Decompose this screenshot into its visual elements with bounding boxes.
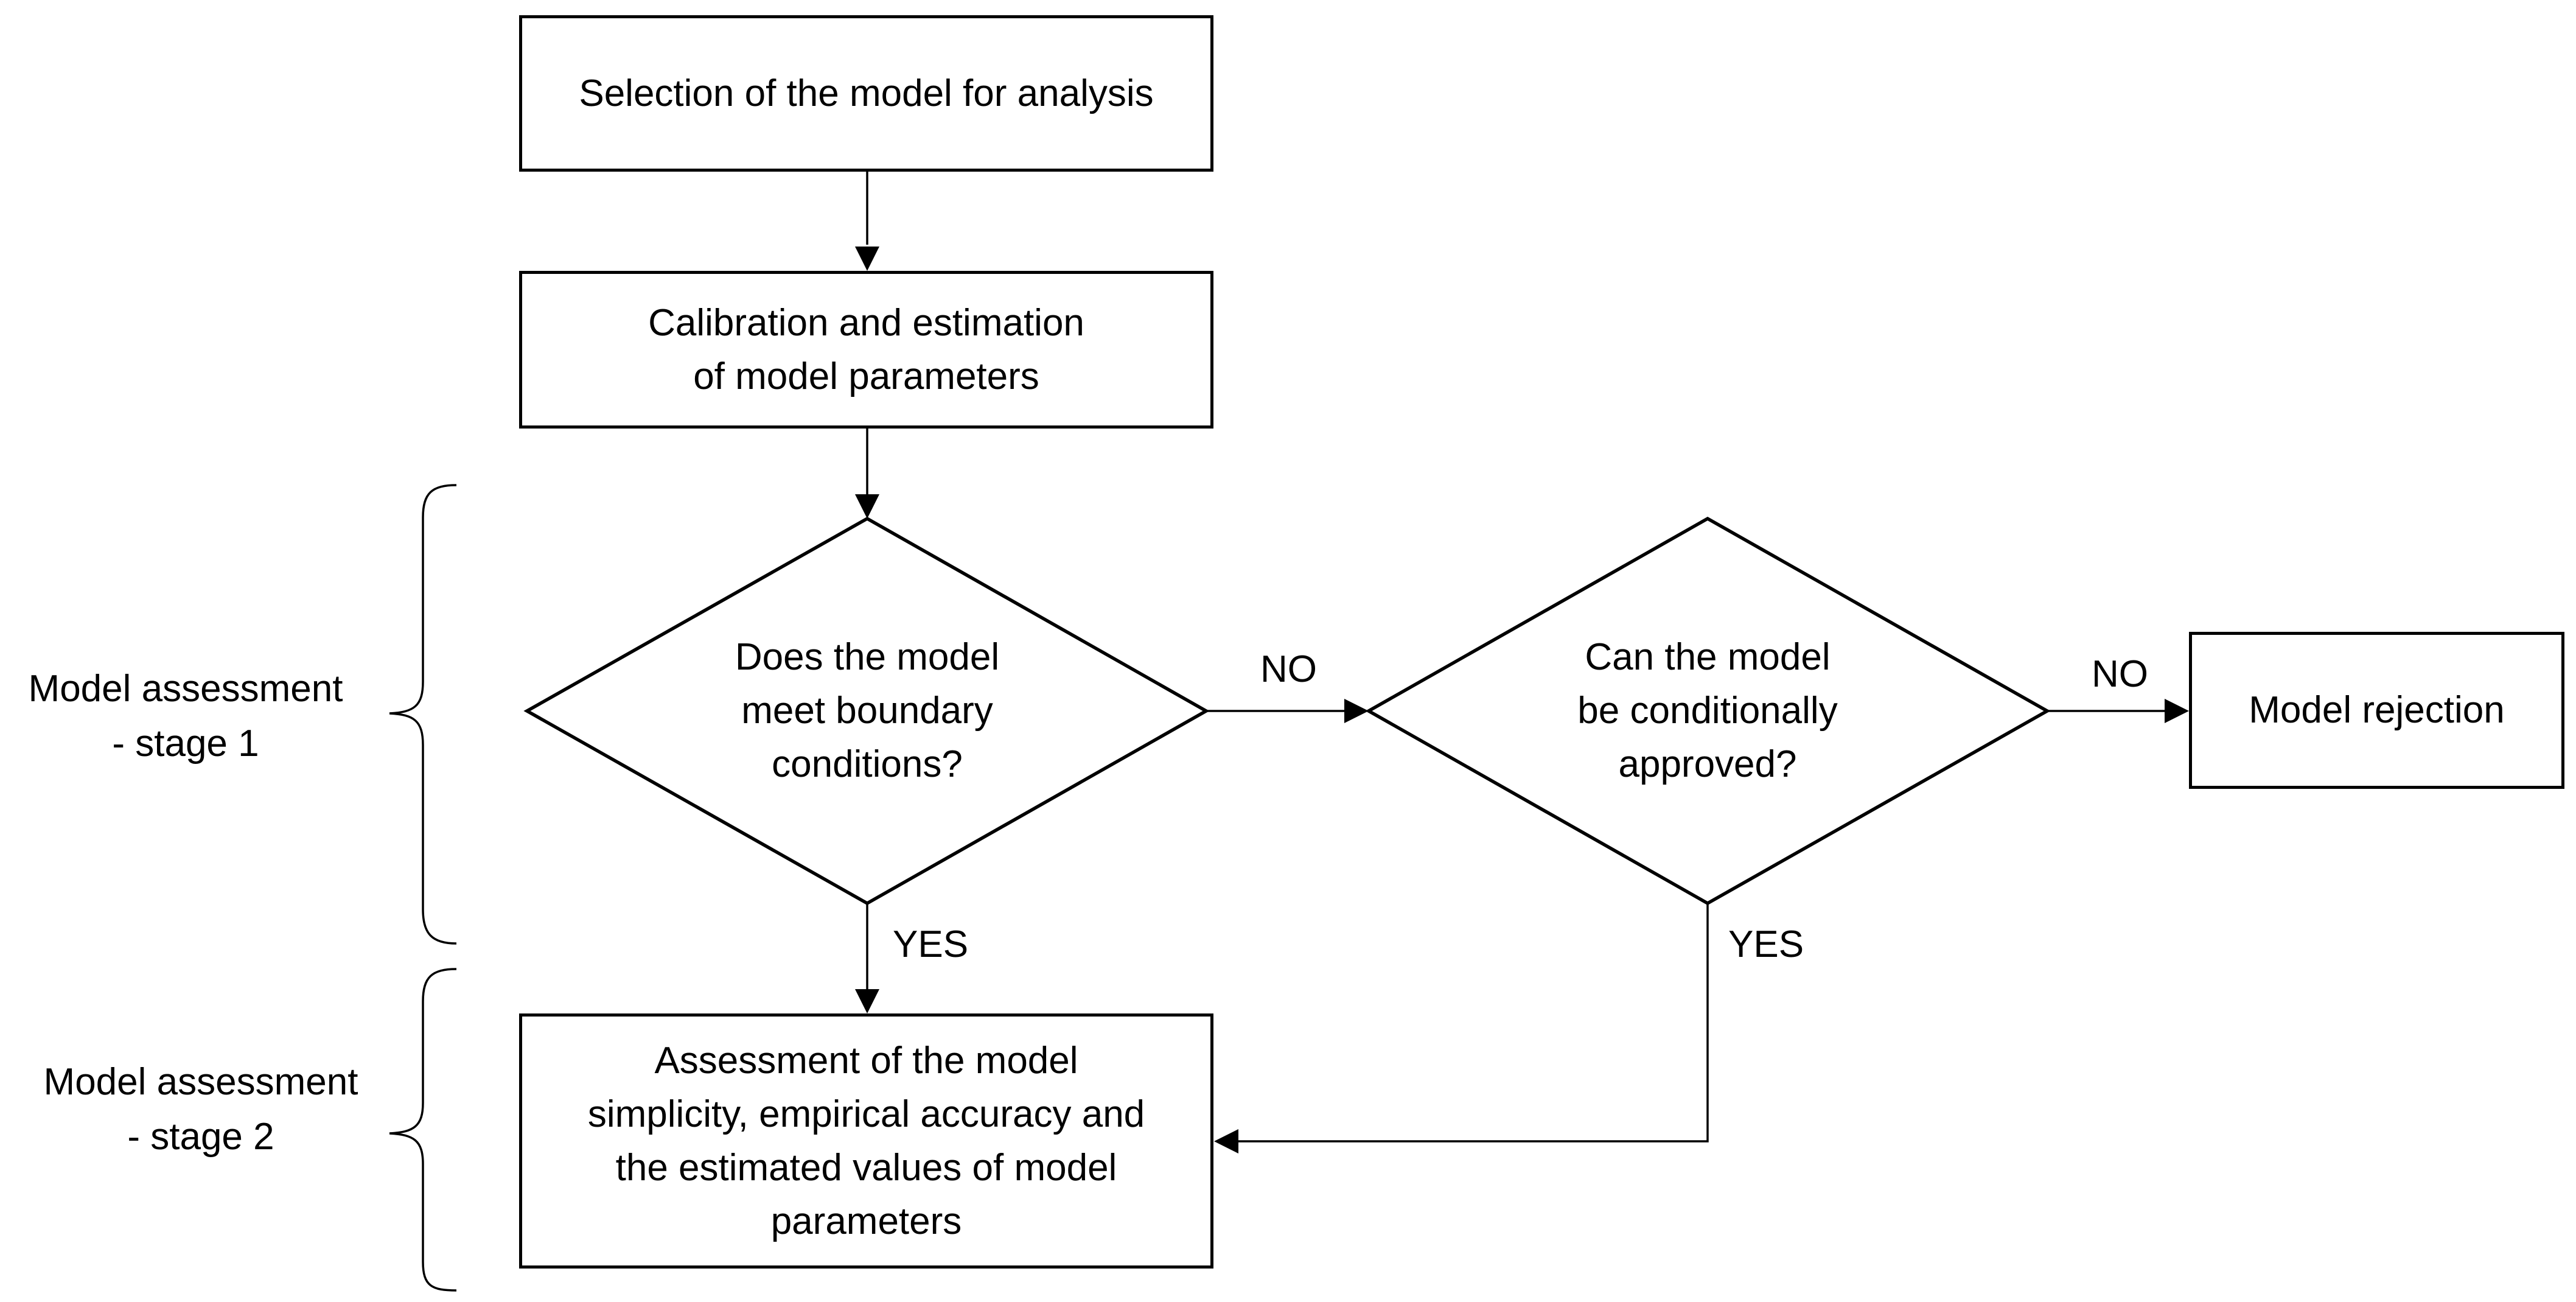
calibration-box: Calibration and estimation of model para… (519, 271, 1213, 429)
conditional-no-label: NO (2092, 653, 2148, 695)
rejection-box: Model rejection (2189, 632, 2564, 789)
arrowhead-conditional-no (2165, 699, 2189, 723)
rejection-text: Model rejection (2249, 689, 2505, 731)
stage2-brace (389, 968, 457, 1292)
selection-text: Selection of the model for analysis (579, 72, 1154, 114)
stage1-brace (389, 484, 457, 945)
conditional-yes-label: YES (1728, 923, 1804, 965)
arrowhead-boundary-no (1344, 699, 1369, 723)
assessment-box: Assessment of the model simplicity, empi… (519, 1013, 1213, 1269)
decision-conditional-text: Can the model be conditionally approved? (1577, 636, 1838, 785)
arrowhead-boundary-yes (855, 989, 879, 1013)
boundary-yes-label: YES (893, 923, 969, 965)
arrowhead-conditional-yes (1214, 1129, 1238, 1153)
arrowhead-calibration-to-decision (855, 494, 879, 519)
selection-box: Selection of the model for analysis (519, 15, 1213, 172)
decision-boundary-text: Does the model meet boundary conditions? (735, 636, 1000, 785)
stage1-label: Model assessment - stage 1 (28, 668, 343, 765)
stage2-label: Model assessment - stage 2 (43, 1061, 358, 1158)
boundary-no-label: NO (1260, 648, 1317, 690)
arrowhead-selection-to-calibration (855, 247, 879, 271)
assessment-text: Assessment of the model simplicity, empi… (587, 1039, 1145, 1242)
arrow-conditional-yes (1238, 903, 1709, 1143)
calibration-text: Calibration and estimation of model para… (648, 301, 1084, 397)
